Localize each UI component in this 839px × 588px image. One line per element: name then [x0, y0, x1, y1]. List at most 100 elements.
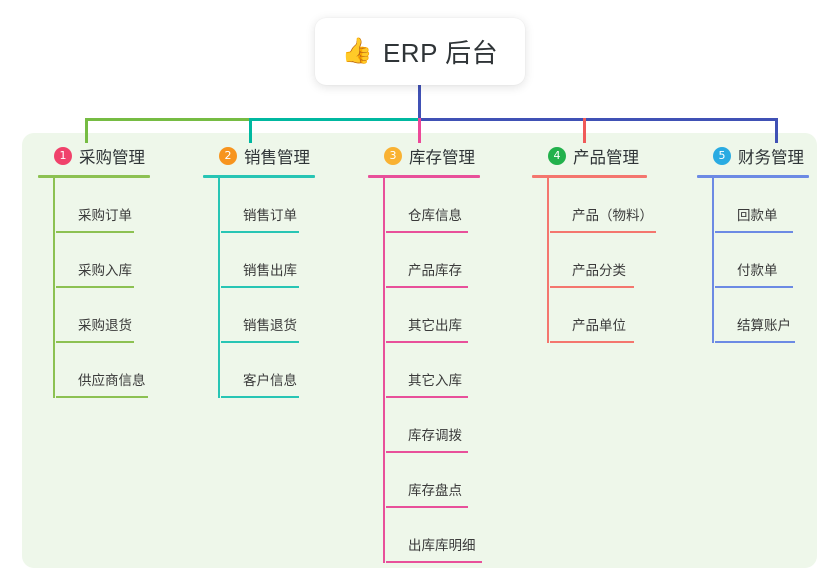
list-item-label: 采购退货 — [78, 318, 132, 333]
list-item-rule — [550, 341, 634, 343]
list-item-label: 客户信息 — [243, 373, 297, 388]
list-item-label: 采购入库 — [78, 263, 132, 278]
column-number-badge: 2 — [219, 147, 237, 165]
list-item-rule — [386, 341, 468, 343]
list-item[interactable]: 其它出库 — [386, 288, 518, 343]
list-item[interactable]: 销售退货 — [221, 288, 353, 343]
connector-drop-4 — [583, 118, 586, 143]
column-header-5[interactable]: 5 财务管理 — [697, 143, 839, 169]
list-item-label: 产品分类 — [572, 263, 626, 278]
list-item-label: 出库库明细 — [408, 538, 476, 553]
list-item-label: 产品库存 — [408, 263, 462, 278]
list-item-label: 产品（物料） — [572, 208, 653, 223]
list-item-rule — [550, 286, 634, 288]
list-item[interactable]: 产品分类 — [550, 233, 687, 288]
list-item-label: 销售出库 — [243, 263, 297, 278]
column-title: 产品管理 — [573, 149, 639, 167]
connector-drop-3 — [418, 118, 421, 143]
list-item[interactable]: 其它入库 — [386, 343, 518, 398]
list-item-label: 付款单 — [737, 263, 778, 278]
column-items: 产品（物料） 产品分类产品单位 — [532, 178, 687, 343]
list-item[interactable]: 产品单位 — [550, 288, 687, 343]
list-item-label: 销售退货 — [243, 318, 297, 333]
column-header-2[interactable]: 2 销售管理 — [203, 143, 353, 169]
list-item-rule — [386, 506, 468, 508]
list-item-rule — [715, 286, 793, 288]
column-header-rule — [532, 175, 647, 178]
list-item-rule — [386, 231, 468, 233]
column-trunk-line — [383, 178, 385, 563]
list-item-rule — [715, 341, 795, 343]
root-node-card[interactable]: 👍 ERP 后台 — [315, 18, 525, 85]
list-item-rule — [56, 396, 148, 398]
list-item[interactable]: 出库库明细 — [386, 508, 518, 563]
connector-drop-1 — [85, 118, 88, 143]
column-title: 采购管理 — [79, 149, 145, 167]
list-item[interactable]: 销售订单 — [221, 178, 353, 233]
list-item-rule — [221, 341, 299, 343]
list-item-label: 产品单位 — [572, 318, 626, 333]
list-item[interactable]: 库存调拨 — [386, 398, 518, 453]
column-5: 5 财务管理回款单付款单结算账户 — [697, 143, 839, 343]
column-items: 销售订单销售出库销售退货客户信息 — [203, 178, 353, 398]
column-items: 仓库信息产品库存其它出库其它入库库存调拨库存盘点出库库明细 — [368, 178, 518, 563]
list-item[interactable]: 客户信息 — [221, 343, 353, 398]
column-title: 财务管理 — [738, 149, 804, 167]
list-item-label: 回款单 — [737, 208, 778, 223]
connector-bar-segment-2 — [249, 118, 418, 121]
list-item[interactable]: 采购订单 — [56, 178, 188, 233]
list-item-rule — [386, 396, 468, 398]
list-item[interactable]: 销售出库 — [221, 233, 353, 288]
list-item-label: 仓库信息 — [408, 208, 462, 223]
list-item[interactable]: 产品（物料） — [550, 178, 687, 233]
column-title: 库存管理 — [409, 149, 475, 167]
column-header-rule — [697, 175, 809, 178]
column-number-badge: 5 — [713, 147, 731, 165]
list-item-rule — [221, 231, 299, 233]
column-header-rule — [203, 175, 315, 178]
list-item-label: 其它入库 — [408, 373, 462, 388]
column-trunk-line — [547, 178, 549, 343]
list-item[interactable]: 仓库信息 — [386, 178, 518, 233]
list-item-rule — [386, 286, 468, 288]
list-item[interactable]: 结算账户 — [715, 288, 839, 343]
list-item[interactable]: 回款单 — [715, 178, 839, 233]
list-item-label: 供应商信息 — [78, 373, 146, 388]
column-title: 销售管理 — [244, 149, 310, 167]
connector-drop-5 — [775, 118, 778, 143]
list-item-rule — [56, 341, 134, 343]
list-item-label: 采购订单 — [78, 208, 132, 223]
list-item-rule — [386, 561, 482, 563]
list-item[interactable]: 付款单 — [715, 233, 839, 288]
list-item-rule — [56, 231, 134, 233]
column-2: 2 销售管理销售订单销售出库销售退货客户信息 — [203, 143, 353, 398]
column-trunk-line — [712, 178, 714, 343]
column-items: 回款单付款单结算账户 — [697, 178, 839, 343]
list-item[interactable]: 采购入库 — [56, 233, 188, 288]
column-trunk-line — [218, 178, 220, 398]
list-item-label: 结算账户 — [737, 318, 791, 333]
connector-drop-2 — [249, 118, 252, 143]
list-item-label: 销售订单 — [243, 208, 297, 223]
column-items: 采购订单采购入库采购退货供应商信息 — [38, 178, 188, 398]
root-node-title: ERP 后台 — [382, 38, 499, 68]
list-item[interactable]: 产品库存 — [386, 233, 518, 288]
list-item-label: 库存调拨 — [408, 428, 462, 443]
list-item-label: 其它出库 — [408, 318, 462, 333]
list-item[interactable]: 库存盘点 — [386, 453, 518, 508]
list-item-rule — [550, 231, 656, 233]
list-item-label: 库存盘点 — [408, 483, 462, 498]
list-item[interactable]: 采购退货 — [56, 288, 188, 343]
column-header-rule — [38, 175, 150, 178]
list-item-rule — [221, 396, 299, 398]
list-item[interactable]: 供应商信息 — [56, 343, 188, 398]
thumbs-up-icon: 👍 — [341, 37, 373, 65]
column-trunk-line — [53, 178, 55, 398]
list-item-rule — [56, 286, 134, 288]
